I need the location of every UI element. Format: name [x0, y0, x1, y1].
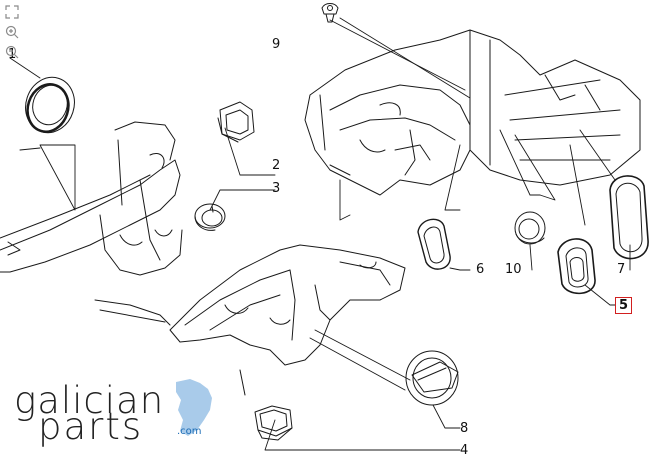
callout-3[interactable]: 3 [272, 181, 281, 196]
part-8-wiring-grommet [405, 350, 459, 406]
viewer-toolbar [4, 4, 22, 60]
logo-text-suffix: .com [177, 426, 202, 437]
zoom-out-icon[interactable] [4, 44, 20, 60]
part-1-round-plug [25, 76, 75, 134]
callout-4[interactable]: 4 [460, 443, 469, 458]
part-9-clip [321, 3, 339, 23]
left-side-member-drawing [0, 121, 183, 276]
callout-8[interactable]: 8 [460, 421, 469, 436]
part-2-rectangular-grommet [217, 101, 255, 143]
part-6-oval-grommet [417, 218, 451, 270]
callout-7[interactable]: 7 [617, 262, 626, 277]
fullscreen-icon[interactable] [4, 4, 20, 20]
logo-text-line2: parts [38, 405, 144, 448]
callout-10[interactable]: 10 [505, 262, 522, 277]
callout-5[interactable]: 5 [615, 297, 633, 314]
callout-6[interactable]: 6 [476, 262, 485, 277]
part-3-mushroom-plug [194, 203, 226, 231]
part-4-rectangular-cap [254, 405, 293, 441]
callout-1[interactable]: 1 [8, 47, 17, 62]
lower-floor-drawing [94, 244, 406, 396]
part-5-oval-grommet [557, 238, 596, 295]
part-7-large-oval-grommet [609, 175, 649, 260]
callout-9[interactable]: 9 [272, 37, 281, 52]
logo-map-shape [176, 379, 212, 436]
zoom-in-icon[interactable] [4, 24, 20, 40]
galicianparts-logo: galician parts .com [12, 379, 217, 448]
callout-2[interactable]: 2 [272, 158, 281, 173]
front-chassis-drawing [304, 29, 641, 196]
part-10-round-grommet [514, 211, 546, 245]
logo-text-line1: galician [14, 379, 165, 422]
